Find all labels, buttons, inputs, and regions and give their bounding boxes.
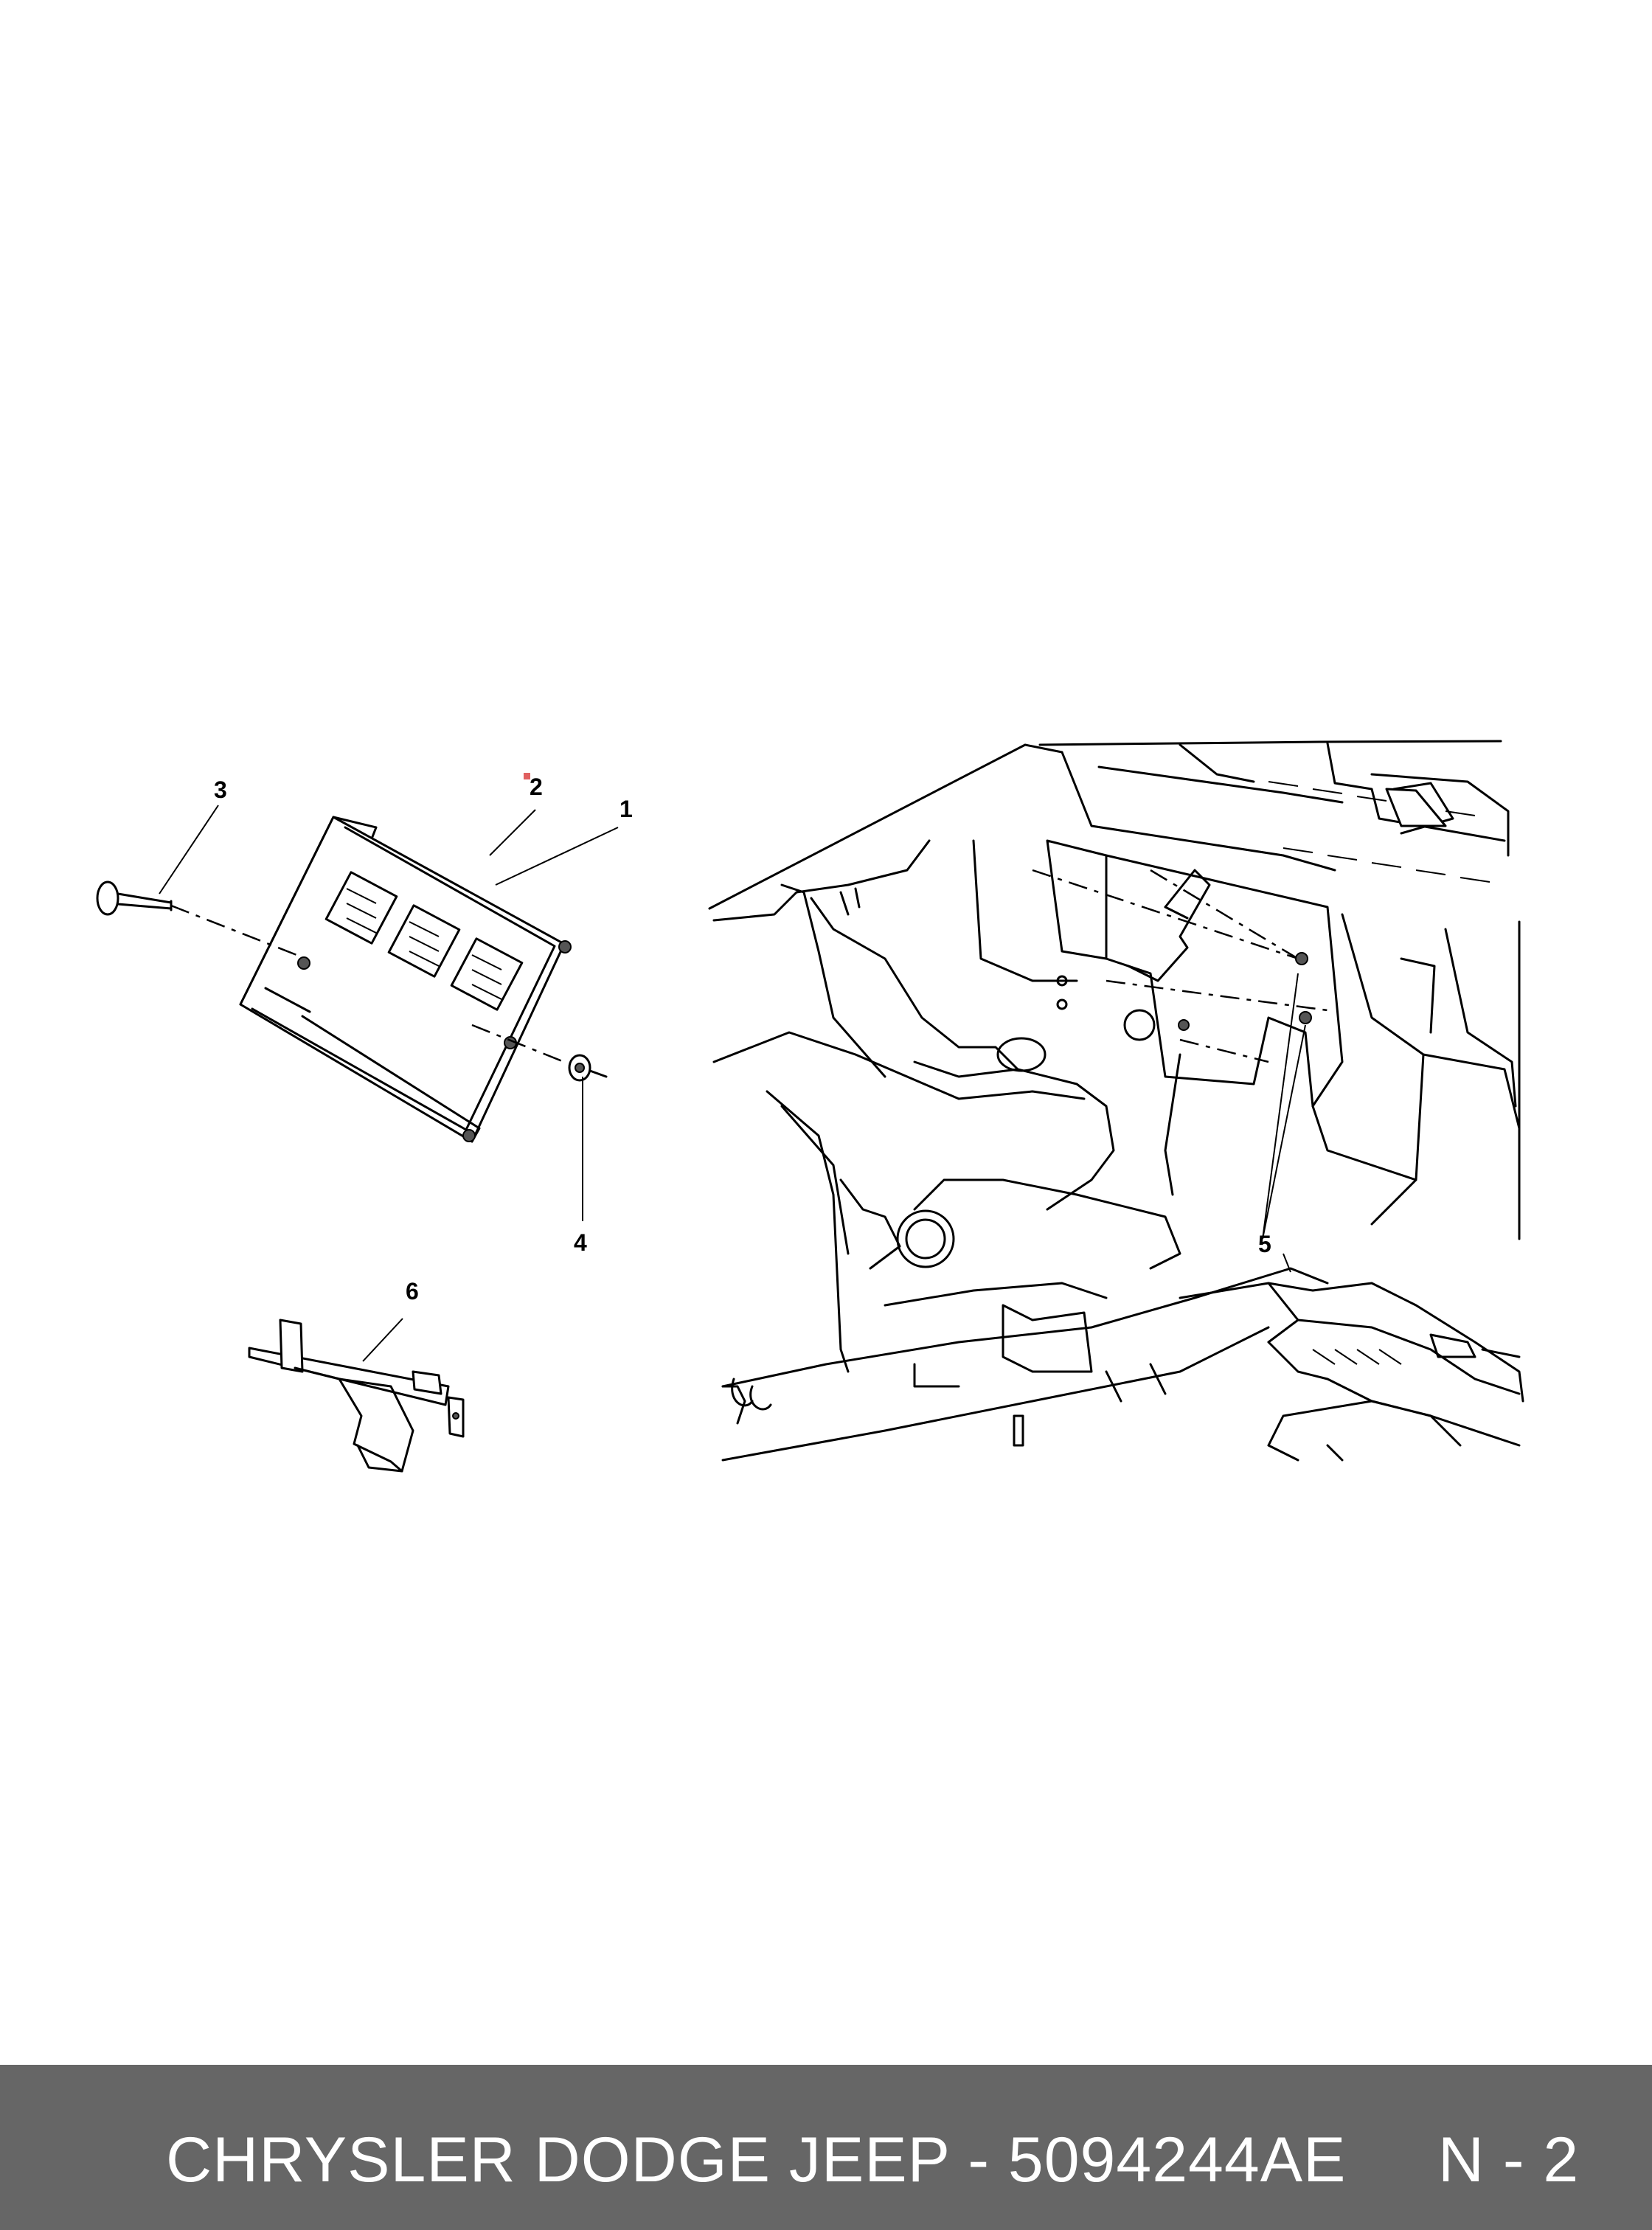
footer-part-label: CHRYSLER DODGE JEEP - 5094244AE N - 2 [166, 2125, 1580, 2195]
footer-bar: CHRYSLER DODGE JEEP - 5094244AE N - 2 [0, 2065, 1652, 2230]
callout-4: 4 [574, 1229, 587, 1256]
red-marker [524, 773, 530, 779]
callout-3: 3 [214, 777, 227, 803]
bracket-part [248, 1319, 465, 1473]
vehicle-installation-view [708, 740, 1524, 1462]
bolt-part [96, 880, 303, 959]
callout-2: 2 [530, 774, 543, 800]
callout-1: 1 [620, 796, 633, 822]
callout-leaders [159, 773, 619, 1362]
parts-diagram: 1 2 3 4 5 6 [96, 740, 1524, 1473]
control-module-part [239, 816, 572, 1143]
callout-6: 6 [406, 1278, 419, 1305]
callout-5: 5 [1258, 1231, 1271, 1257]
nut-part [471, 1024, 608, 1082]
